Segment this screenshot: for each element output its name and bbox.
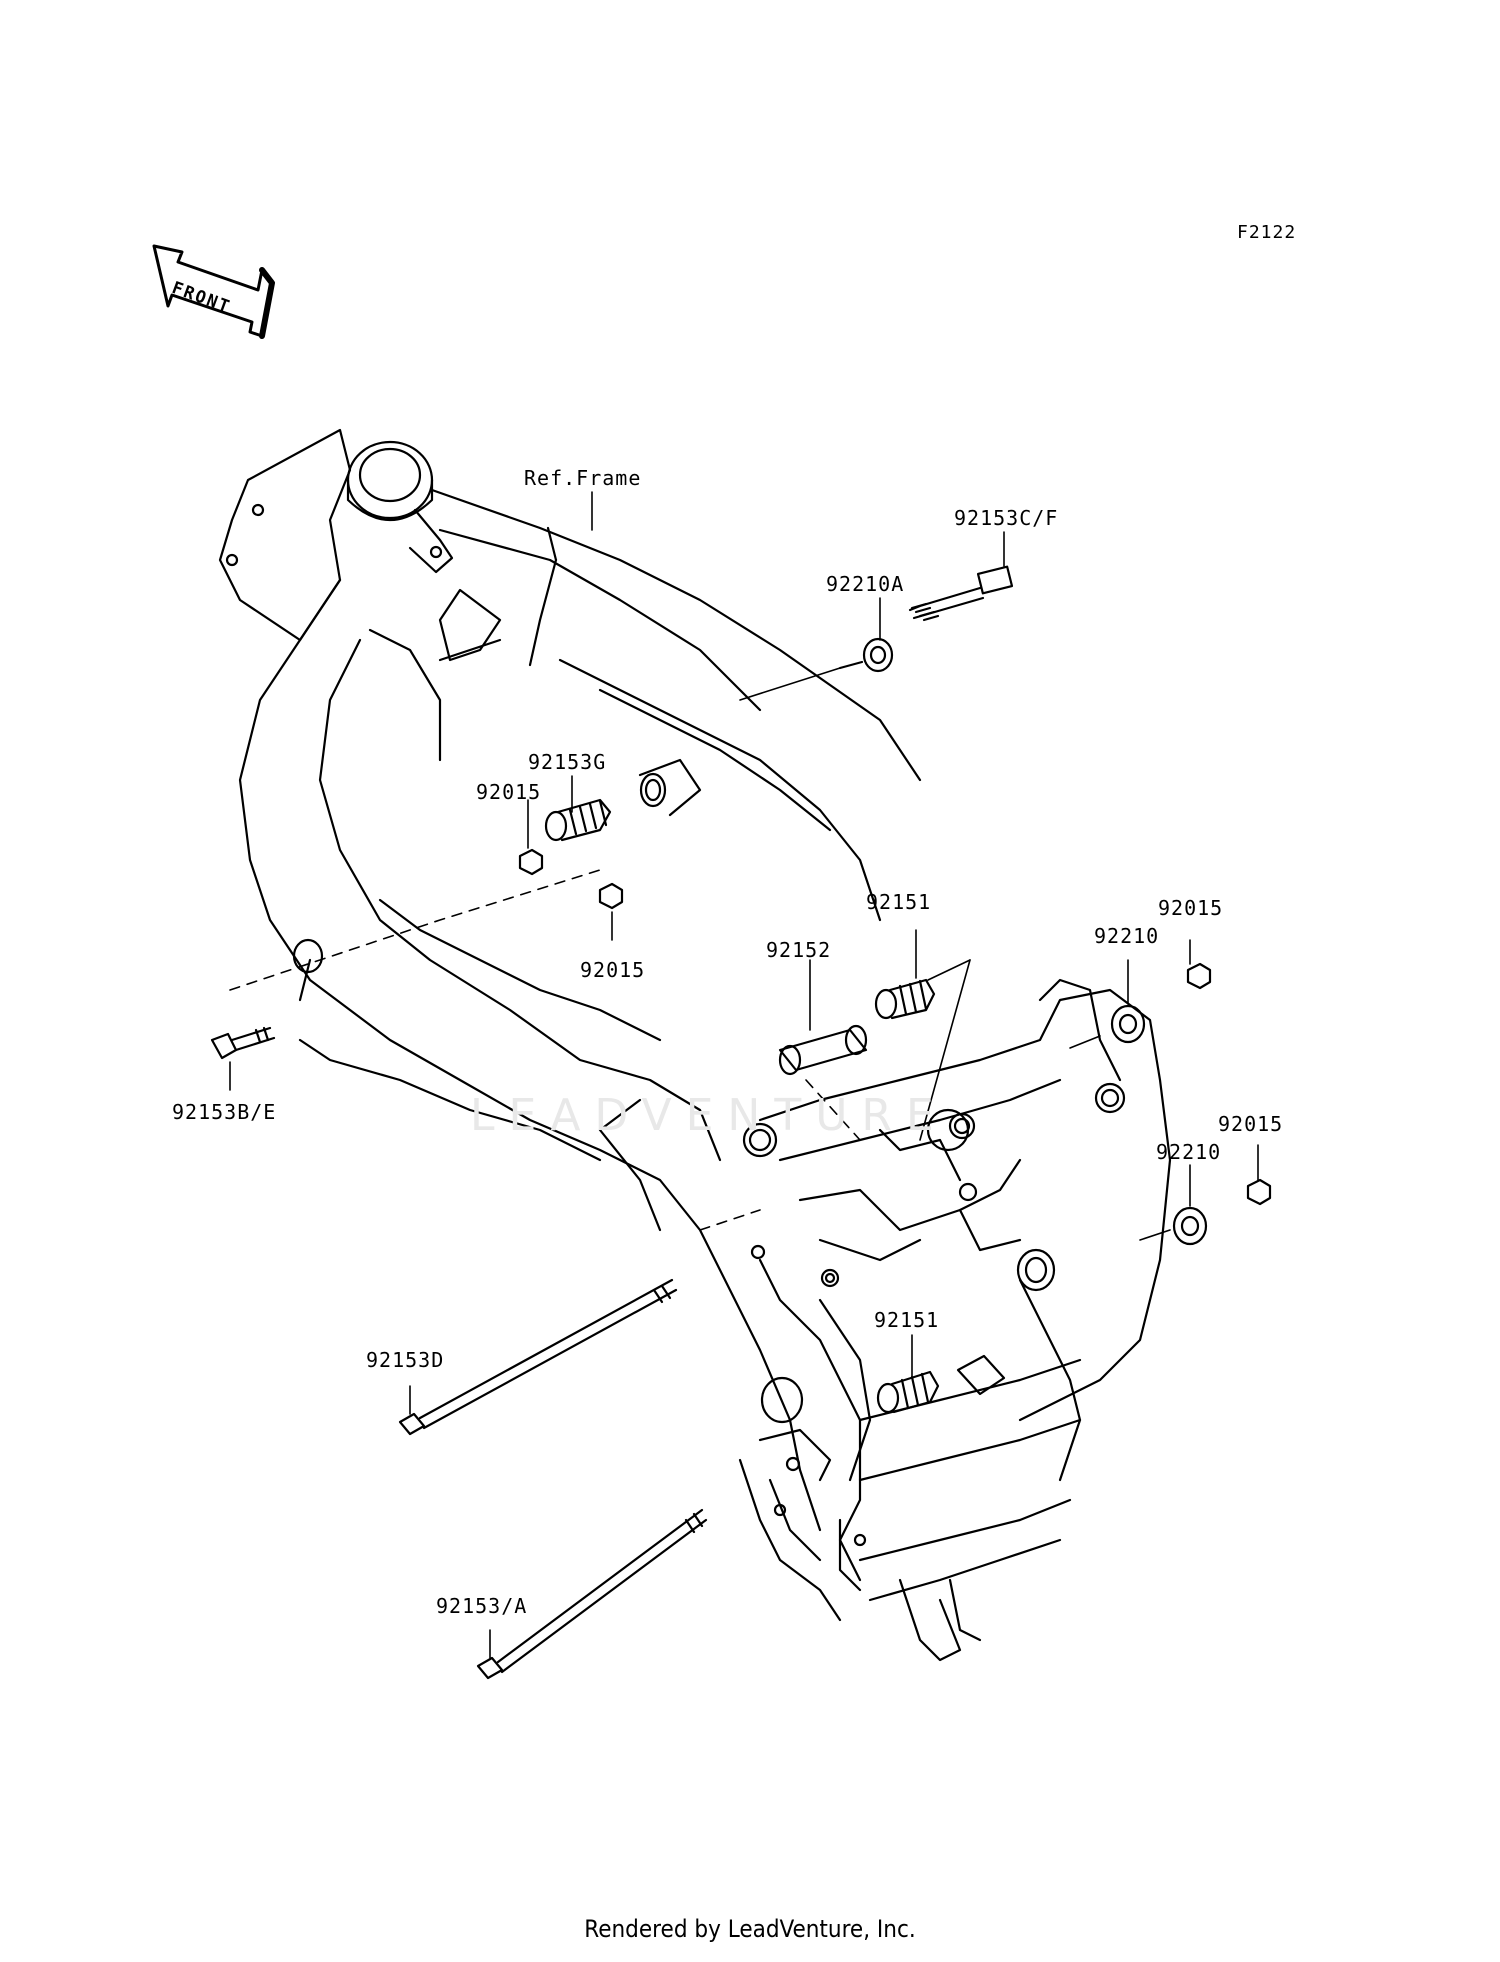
bolt-92153be bbox=[210, 938, 324, 1060]
front-arrow-icon bbox=[152, 244, 275, 339]
nut-92210-a bbox=[1110, 1004, 1146, 1044]
nut-92210a bbox=[862, 637, 894, 673]
nut-92015-b bbox=[598, 882, 624, 910]
label-92153d: 92153D bbox=[366, 1348, 445, 1372]
label-92151-b: 92151 bbox=[874, 1308, 940, 1332]
adjuster-92151-a bbox=[874, 978, 936, 1020]
bolt-92153g bbox=[544, 798, 612, 842]
watermark: LEADVENTURE bbox=[470, 1090, 948, 1141]
diagram-code: F2122 bbox=[1237, 222, 1297, 243]
leader-lines bbox=[229, 491, 1259, 1659]
bolt-92153cf bbox=[908, 565, 1014, 622]
adjuster-92151-b bbox=[876, 1370, 940, 1414]
label-ref-frame: Ref.Frame bbox=[524, 466, 642, 490]
pivot-section bbox=[738, 978, 1172, 1662]
nut-92015-c bbox=[1186, 962, 1212, 990]
label-92015-b: 92015 bbox=[580, 958, 646, 982]
bolt-92153a bbox=[476, 1508, 708, 1680]
label-92153g: 92153G bbox=[528, 750, 607, 774]
pivot-nut bbox=[956, 1354, 1006, 1396]
footer-credit: Rendered by LeadVenture, Inc. bbox=[584, 1915, 916, 1943]
bolt-92153d bbox=[398, 1278, 678, 1436]
collar-92152 bbox=[778, 1024, 868, 1076]
label-92153cf: 92153C/F bbox=[954, 506, 1059, 530]
label-92153a: 92153/A bbox=[436, 1594, 528, 1618]
nut-92210-b bbox=[1172, 1206, 1208, 1246]
label-92015-d: 92015 bbox=[1218, 1112, 1284, 1136]
label-92015-c: 92015 bbox=[1158, 896, 1224, 920]
label-92015-a: 92015 bbox=[476, 780, 542, 804]
label-92152: 92152 bbox=[766, 938, 832, 962]
frame-outline bbox=[218, 428, 922, 1532]
label-92153be: 92153B/E bbox=[172, 1100, 277, 1124]
mount-lines bbox=[739, 667, 1171, 1241]
label-92210a: 92210A bbox=[826, 572, 905, 596]
label-92210-b: 92210 bbox=[1156, 1140, 1222, 1164]
nut-92015-a bbox=[518, 848, 544, 876]
nut-92015-d bbox=[1246, 1178, 1272, 1206]
label-92151-a: 92151 bbox=[866, 890, 932, 914]
label-92210-a: 92210 bbox=[1094, 924, 1160, 948]
hidden-lines bbox=[229, 869, 861, 1231]
